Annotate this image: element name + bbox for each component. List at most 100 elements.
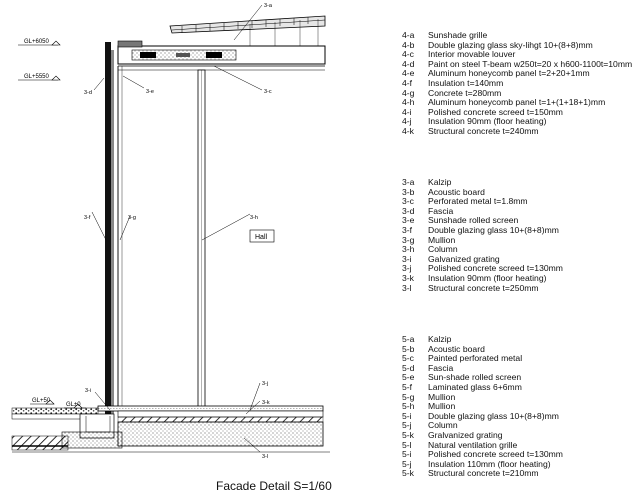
legend-code: 5-h xyxy=(402,401,415,412)
legend-text: Structural concrete t=240mm xyxy=(428,125,539,136)
legend-code: 4-h xyxy=(402,97,415,108)
legend-text: Polished concrete screed t=130mm xyxy=(428,449,563,460)
legend-code: 5-e xyxy=(402,372,415,383)
legend-item: 3-j Polished concrete screed t=130mm xyxy=(402,264,563,274)
legend-code: 5-g xyxy=(402,391,415,402)
legend-text: Gralvanized grating xyxy=(428,429,503,440)
facade-assembly xyxy=(105,42,206,414)
legend-code: 4-i xyxy=(402,106,412,117)
legend-text: Galvanized grating xyxy=(428,253,500,264)
legend-text: Natural ventilation grille xyxy=(428,439,518,450)
legend-code: 3-j xyxy=(402,263,412,274)
legend-code: 4-j xyxy=(402,116,412,127)
level-gl-5550: GL+5550 xyxy=(24,74,50,80)
legend-code: 5-c xyxy=(402,353,414,364)
legend-text: Acoustic board xyxy=(428,186,485,197)
legend-text: Concrete t=280mm xyxy=(428,87,502,98)
legend-text: Fascia xyxy=(428,205,454,216)
legend-text: Fascia xyxy=(428,362,454,373)
roof-assembly xyxy=(117,15,326,71)
legend-text: Kalzip xyxy=(428,177,452,187)
legend-text: Column xyxy=(428,420,458,431)
legend-item: 3-b Acoustic board xyxy=(402,186,563,198)
callout-3g: 3-g xyxy=(128,215,136,221)
legend-text: Double glazing glass 10+(8+8)mm xyxy=(428,410,559,421)
legend-item: 4-c Interior movable louver xyxy=(402,50,632,60)
level-markers xyxy=(18,40,86,409)
legend-code: 4-a xyxy=(402,30,415,40)
legend-item: 5-e Sun-shade rolled screen xyxy=(402,373,563,383)
legend-code: 4-k xyxy=(402,125,414,136)
legend-text: Interior movable louver xyxy=(428,49,516,60)
legend-text: Column xyxy=(428,244,458,255)
drawing-title: Facade Detail S=1/60 xyxy=(216,479,332,493)
legend-code: 5-k xyxy=(402,429,414,440)
level-gl-50: GL+50 xyxy=(32,398,51,404)
legend-item: 5-b Acoustic board xyxy=(402,343,563,355)
legend-code: 5-j xyxy=(402,458,412,469)
legend-text: Polished concrete screed t=130mm xyxy=(428,263,563,274)
legend-text: Mullion xyxy=(428,234,456,245)
legend-code: 5-b xyxy=(402,343,415,354)
level-gl-6050: GL+6050 xyxy=(24,39,50,45)
legend-text: Insulation t=140mm xyxy=(428,77,504,88)
legend-text: Double glazing glass sky-lihgt 10+(8+8)m… xyxy=(428,39,593,50)
legend-text: Sun-shade rolled screen xyxy=(428,372,522,383)
callout-3d: 3-d xyxy=(84,90,92,96)
legend-code: 3-e xyxy=(402,215,415,226)
legend-item: 4-k Structural concrete t=240mm xyxy=(402,125,632,137)
legend-item: 5-c Painted perforated metal xyxy=(402,354,563,364)
legend-code: 5-l xyxy=(402,439,412,450)
legend-text: Insulation 110mm (floor heating) xyxy=(428,458,551,469)
level-gl-0: GL±0 xyxy=(66,402,81,408)
legend-text: Paint on steel T-beam w250t=20 x h600-11… xyxy=(428,58,633,69)
legend-code: 5-k xyxy=(402,468,414,479)
legend-text: Painted perforated metal xyxy=(428,353,523,364)
legend-item: 4-j Insulation 90mm (floor heating) xyxy=(402,117,632,127)
callout-3l: 3-l xyxy=(262,454,268,460)
legend-code: 3-f xyxy=(402,224,413,235)
callout-3k: 3-k xyxy=(262,400,270,406)
legend-code: 5-f xyxy=(402,381,413,392)
legend-text: Acoustic board xyxy=(428,343,485,354)
legend-item: 3-f Double glazing glass 10+(8+8)mm xyxy=(402,224,563,236)
legend-text: Double glazing glass 10+(8+8)mm xyxy=(428,224,559,235)
legend-code: 3-b xyxy=(402,186,415,197)
legend-code: 3-d xyxy=(402,205,415,216)
legend-text: Kalzip xyxy=(428,334,452,344)
legend-item: 5-j Column xyxy=(402,421,563,431)
legend-item: 3-k Insulation 90mm (floor heating) xyxy=(402,272,563,284)
room-label: Hall xyxy=(255,234,268,241)
legend-code: 3-k xyxy=(402,272,414,283)
legend-text: Insulation 90mm (floor heating) xyxy=(428,116,547,127)
callout-leaders xyxy=(91,4,263,453)
legend-code: 4-c xyxy=(402,49,414,60)
callout-3h: 3-h xyxy=(250,215,258,221)
legend-item: 5-k Gralvanized grating xyxy=(402,429,563,441)
legend-code: 4-d xyxy=(402,58,415,69)
legend-code: 4-e xyxy=(402,68,415,79)
callout-3c: 3-c xyxy=(264,89,272,95)
legend-code: 5-j xyxy=(402,420,412,431)
legend-text: Insulation 90mm (floor heating) xyxy=(428,272,547,283)
legend-text: Perforated metal t=1.8mm xyxy=(428,196,528,207)
room-label-box xyxy=(249,229,275,243)
